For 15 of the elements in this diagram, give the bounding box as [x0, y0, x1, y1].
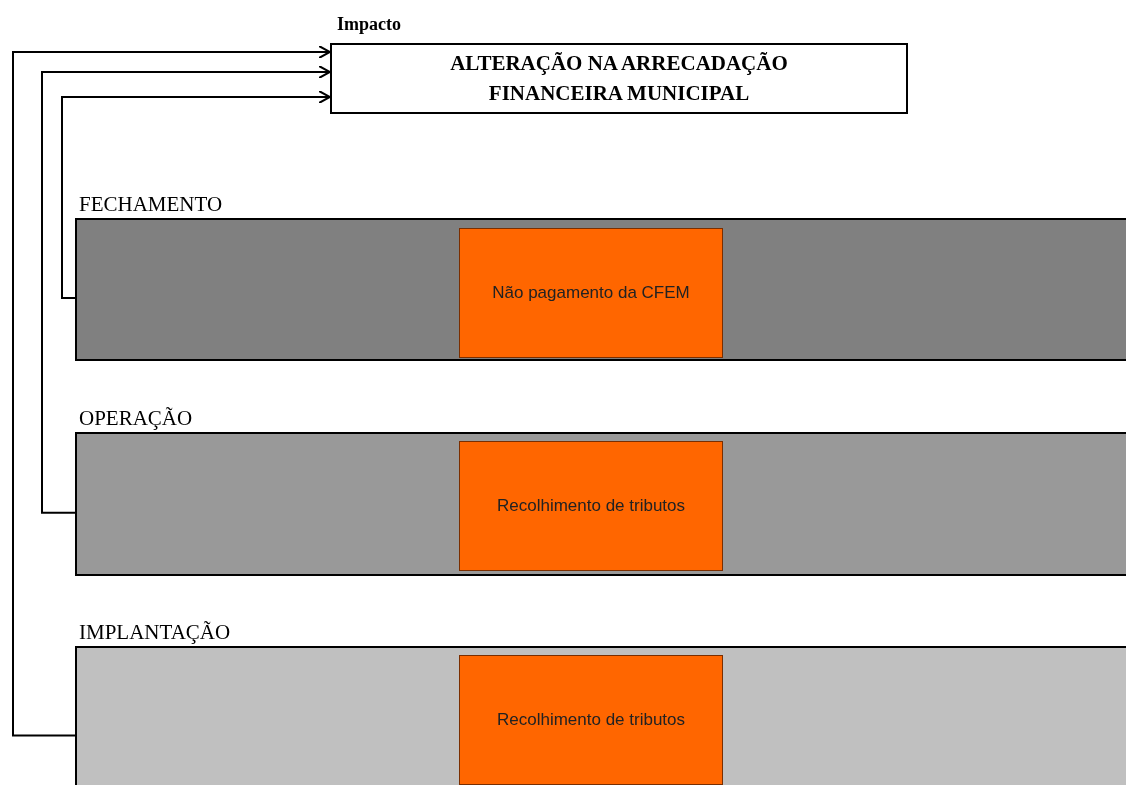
- effect-box: [459, 655, 723, 785]
- effect-text: Recolhimento de tributos: [495, 709, 686, 732]
- impact-title: ALTERAÇÃO NA ARRECADAÇÃO FINANCEIRA MUNICIPAL: [449, 50, 789, 107]
- effect-box: [459, 228, 723, 358]
- arrow: [12, 45, 331, 737]
- effect-text: Não pagamento da CFEM: [491, 282, 691, 305]
- phase-label: OPERAÇÃO: [79, 406, 193, 431]
- box-heading: Impacto: [337, 14, 401, 35]
- effect-text: Recolhimento de tributos: [495, 495, 686, 518]
- effect-box: [459, 441, 723, 571]
- impact-box: [330, 43, 908, 114]
- phase-label: IMPLANTAÇÃO: [79, 620, 231, 645]
- arrow: [61, 90, 331, 300]
- arrow: [41, 65, 331, 514]
- phase-label: FECHAMENTO: [79, 192, 223, 217]
